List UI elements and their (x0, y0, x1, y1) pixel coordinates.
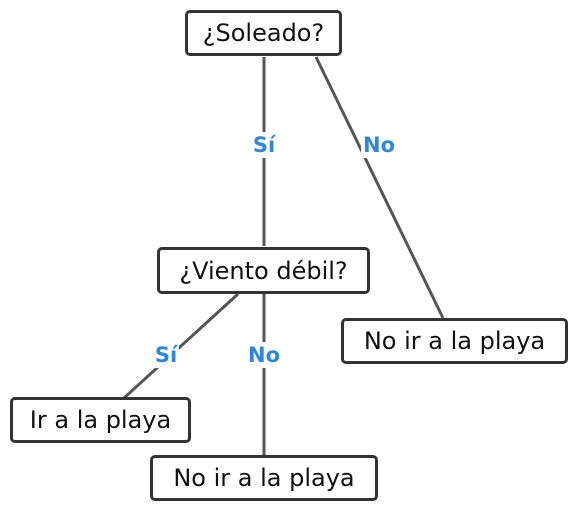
edge-label-wind-yes: Sí (152, 342, 180, 368)
node-weak-wind: ¿Viento débil? (157, 247, 370, 294)
node-no-beach-right: No ir a la playa (341, 318, 568, 364)
node-go-beach: Ir a la playa (10, 397, 191, 443)
edge-label-wind-no: No (245, 342, 283, 368)
node-no-beach-bottom: No ir a la playa (150, 455, 378, 501)
edge-label-root-no: No (360, 132, 398, 158)
node-sunny: ¿Soleado? (185, 10, 342, 56)
edge-root-no (314, 56, 445, 319)
edge-label-root-yes: Sí (250, 132, 278, 158)
edge-wind-yes (122, 292, 240, 400)
